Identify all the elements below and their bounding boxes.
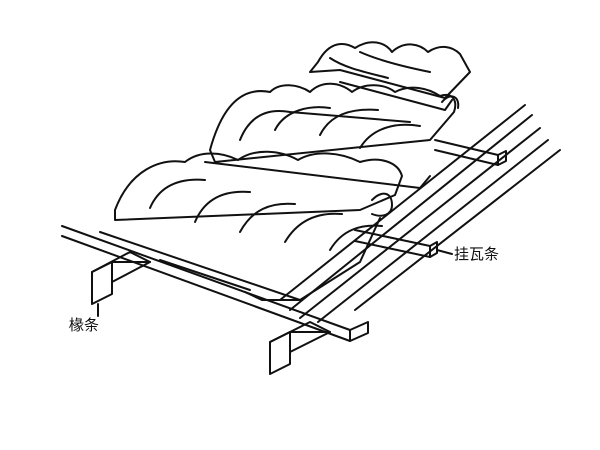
label-batten: 挂瓦条 bbox=[454, 245, 500, 263]
leader-batten bbox=[436, 249, 453, 255]
rafters bbox=[91, 251, 331, 375]
label-purlin: 椽条 bbox=[69, 316, 100, 334]
leader-lines bbox=[97, 249, 453, 317]
rafter-bottom bbox=[269, 331, 291, 375]
rafter-left bbox=[91, 261, 113, 305]
tile-row-second bbox=[209, 82, 457, 163]
batten-front bbox=[61, 225, 351, 342]
battens bbox=[61, 104, 561, 342]
tile-row-top bbox=[309, 41, 471, 99]
tiles bbox=[99, 41, 471, 301]
tile-row-third bbox=[114, 150, 403, 221]
